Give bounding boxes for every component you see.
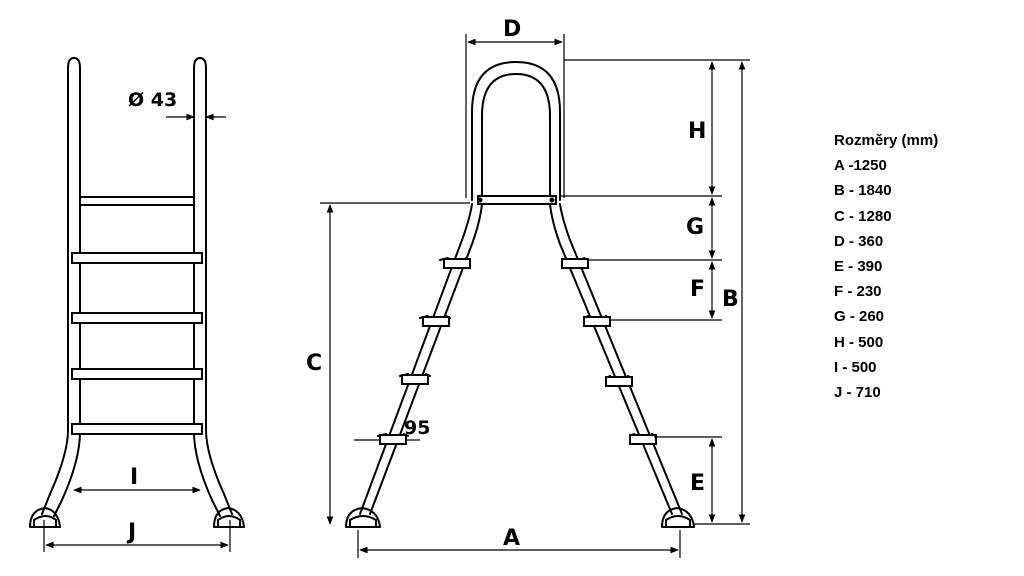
front-step-3 [71,368,203,380]
front-step-2 [71,312,203,324]
legend-item-g: G - 260 [834,308,885,326]
legend-title: Rozměry (mm) [834,132,939,149]
legend-item-i: I - 500 [834,358,877,376]
label-H: H [688,119,706,144]
side-view-ladder [345,61,695,528]
legend-item-j: J - 710 [834,384,881,402]
legend-item-b: B - 1840 [834,182,892,200]
front-step-1 [71,252,203,264]
dimension-A: A [357,526,681,558]
label-I: I [130,465,138,490]
side-crossbar [477,195,557,205]
step-spacing-callout: 95 [354,417,430,441]
label-E: E [690,471,705,496]
step-spacing-label: 95 [404,417,430,439]
legend-item-f: F - 230 [834,283,882,301]
dimension-C: C [306,202,470,525]
label-A: A [503,526,520,551]
label-B: B [722,287,739,312]
pipe-diameter-label: Ø 43 [128,89,177,111]
right-step-brackets [561,257,657,445]
legend-item-e: E - 390 [834,258,883,276]
pipe-diameter-callout: Ø 43 [128,89,226,121]
legend-item-d: D - 360 [834,232,884,250]
label-J: J [126,520,136,545]
label-F: F [690,277,705,302]
label-D: D [503,17,521,42]
front-step-4 [71,423,203,435]
dimension-J: J [43,520,231,552]
label-G: G [686,215,704,240]
dimension-D: D [465,17,565,198]
dimensions-legend: Rozměry (mm) A -1250 B - 1840 C - 1280 D… [834,128,938,405]
front-top-bar [79,196,195,206]
dimension-H-G-F-E-B: H G F E B [560,59,750,525]
label-C: C [306,351,322,376]
legend-item-h: H - 500 [834,333,884,351]
legend-item-a: A -1250 [834,157,887,175]
legend-item-c: C - 1280 [834,207,892,225]
front-view-ladder [29,57,245,528]
dimension-I: I [73,465,201,494]
